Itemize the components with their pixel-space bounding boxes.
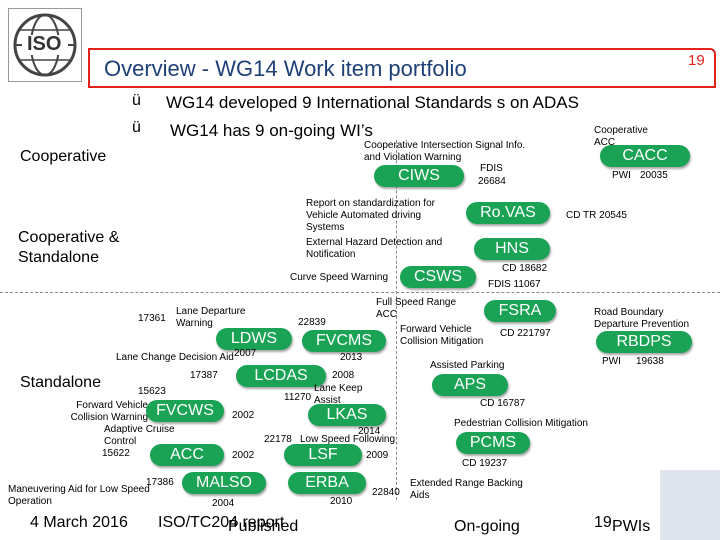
cacc-pill[interactable]: CACC: [600, 145, 690, 167]
fsra-description: Full Speed Range ACC: [376, 297, 457, 320]
fvcms-year: 2013: [340, 352, 363, 363]
lcdas-description: Lane Change Decision Aid: [116, 352, 234, 363]
erba-pill[interactable]: ERBA: [288, 472, 366, 494]
malso-pill[interactable]: MALSO: [182, 472, 266, 494]
lsf-number: 22178: [264, 434, 292, 445]
ldws-year: 2007: [234, 348, 257, 359]
rbdps-description: Road Boundary Departure Prevention: [594, 307, 690, 330]
footer-published: Published: [228, 518, 299, 535]
ciws-status: FDIS: [480, 163, 503, 174]
lkas-description: Lane Keep Assist: [314, 383, 363, 406]
erba-year: 2010: [330, 496, 353, 507]
ldws-number: 17361: [138, 313, 166, 324]
pcms-description: Pedestrian Collision Mitigation: [454, 418, 588, 429]
rbdps-number: 19638: [636, 356, 664, 367]
fvcms-number: 22839: [298, 317, 326, 328]
footer-pwi-count: 19: [594, 514, 612, 531]
footer-pwi-label: PWIs: [612, 518, 651, 535]
bullet-text-1: WG14 developed 9 International Standards…: [166, 93, 579, 112]
lsf-year: 2009: [366, 450, 389, 461]
fsra-pill[interactable]: FSRA: [484, 300, 556, 322]
fvcws-description: Forward Vehicle Collision Warning: [70, 400, 148, 423]
erba-description: Extended Range Backing Aids: [410, 478, 523, 501]
title-bar: [90, 50, 714, 86]
lkas-number: 11270: [284, 392, 312, 403]
ciws-number: 26684: [478, 176, 506, 187]
malso-year: 2004: [212, 498, 235, 509]
pcms-cd: CD 19237: [462, 458, 508, 469]
footer-ongoing: On-going: [454, 518, 520, 535]
lsf-pill[interactable]: LSF: [284, 444, 362, 466]
fvcws-number: 15623: [138, 386, 166, 397]
malso-number: 17386: [146, 477, 174, 488]
rovas-pill[interactable]: Ro.VAS: [466, 202, 550, 224]
fvcms-pill[interactable]: FVCMS: [302, 330, 386, 352]
csws-description: Curve Speed Warning: [290, 272, 389, 283]
category-standalone: Standalone: [20, 374, 101, 391]
lkas-year: 2014: [358, 426, 381, 437]
aps-description: Assisted Parking: [430, 360, 505, 371]
corner-graphic: [660, 470, 720, 540]
rbdps-pill[interactable]: RBDPS: [596, 331, 692, 353]
fvcws-pill[interactable]: FVCWS: [146, 400, 224, 422]
erba-number: 22840: [372, 487, 400, 498]
hns-pill[interactable]: HNS: [474, 238, 550, 260]
aps-cd: CD 16787: [480, 398, 526, 409]
fvcm-cd: CD 221797: [500, 328, 551, 339]
ciws-description: Cooperative Intersection Signal Info. an…: [364, 140, 526, 163]
aps-pill[interactable]: APS: [432, 374, 508, 396]
category-coop-standalone: Cooperative & Standalone: [18, 229, 120, 266]
category-cooperative: Cooperative: [20, 148, 107, 165]
acc-number: 15622: [102, 448, 130, 459]
hns-description: External Hazard Detection and Notificati…: [306, 237, 443, 260]
acc-pill[interactable]: ACC: [150, 444, 224, 466]
rovas-description: Report on standardization for Vehicle Au…: [306, 198, 435, 233]
cacc-number: 20035: [640, 170, 668, 181]
check-icon: ü: [132, 119, 141, 136]
fvcm-description: Forward Vehicle Collision Mitigation: [400, 324, 484, 347]
slide-number: 19: [688, 52, 705, 69]
check-icon: ü: [132, 92, 141, 109]
csws-pill[interactable]: CSWS: [400, 266, 476, 288]
cooperative-acc-label: Cooperative ACC: [594, 125, 648, 148]
ldws-description: Lane Departure Warning: [176, 306, 246, 329]
divider-horizontal: [0, 292, 720, 293]
malso-description: Maneuvering Aid for Low Speed Operation: [8, 484, 150, 507]
page-title: Overview - WG14 Work item portfolio: [104, 56, 467, 81]
lcdas-year: 2008: [332, 370, 355, 381]
divider-vertical: [396, 140, 397, 500]
lkas-pill[interactable]: LKAS: [308, 404, 386, 426]
acc-year: 2002: [232, 450, 255, 461]
lsf-description: Low Speed Following: [300, 434, 396, 445]
ldws-pill[interactable]: LDWS: [216, 328, 292, 350]
rovas-reference: CD TR 20545: [566, 210, 627, 221]
acc-description: Adaptive Cruise Control: [104, 424, 175, 447]
csws-fdis: FDIS 11067: [488, 279, 541, 290]
footer-date: 4 March 2016: [30, 514, 128, 531]
iso-globe-icon: [10, 10, 80, 80]
cacc-status: PWI: [612, 170, 631, 181]
hns-cd: CD 18682: [502, 263, 548, 274]
bullet-text-2: WG14 has 9 on-going WI’s: [170, 121, 373, 140]
lcdas-pill[interactable]: LCDAS: [236, 365, 326, 387]
footer-org: ISO/TC204 report: [158, 514, 285, 531]
lcdas-number: 17387: [190, 370, 218, 381]
rbdps-status: PWI: [602, 356, 621, 367]
pcms-pill[interactable]: PCMS: [456, 432, 530, 454]
iso-logo: ISO: [8, 8, 82, 82]
ciws-pill[interactable]: CIWS: [374, 165, 464, 187]
fvcws-year: 2002: [232, 410, 255, 421]
logo-text: ISO: [27, 33, 62, 55]
